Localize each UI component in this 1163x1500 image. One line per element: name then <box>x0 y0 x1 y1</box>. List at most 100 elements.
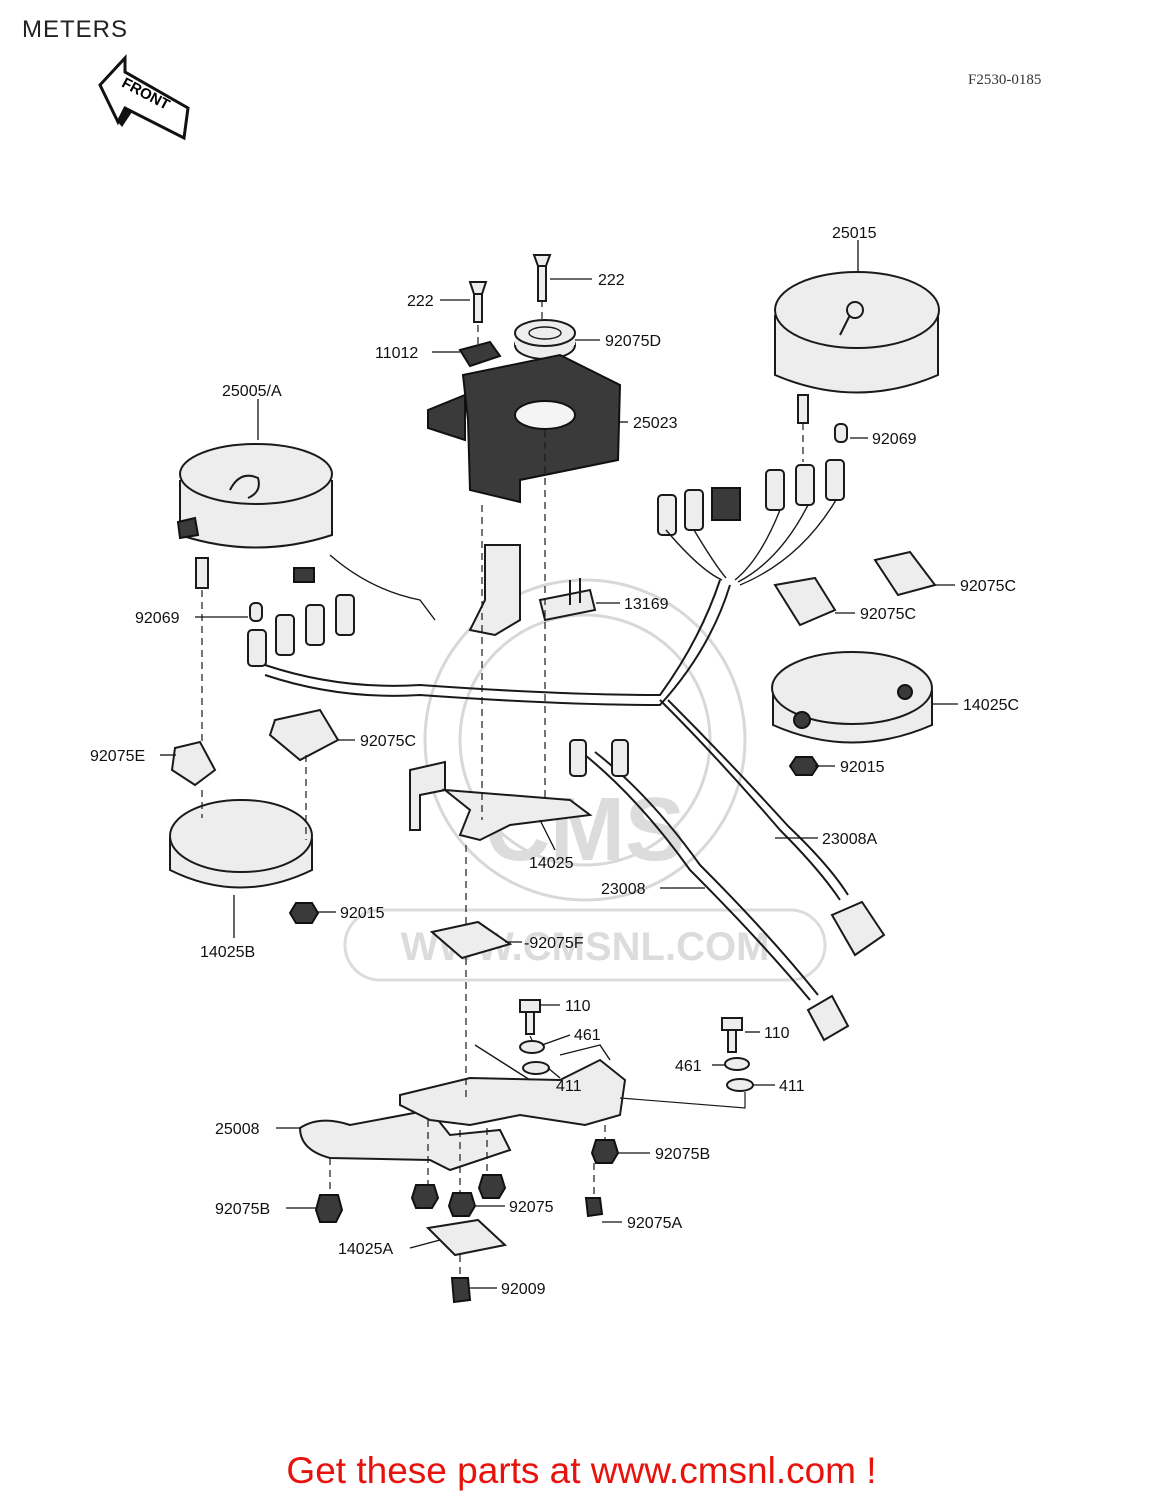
label-92009[interactable]: 92009 <box>501 1281 546 1298</box>
bulb-92069 <box>249 602 263 622</box>
tachometer-25015 <box>774 271 940 424</box>
nut-92075B-left <box>314 1194 344 1223</box>
bolt-shank <box>727 1029 737 1053</box>
front-arrow-shape <box>98 54 190 141</box>
label-14025B[interactable]: 14025B <box>200 944 255 961</box>
label-92075F[interactable]: -92075F <box>524 935 584 952</box>
watermark-ring <box>423 578 747 902</box>
grommet-top <box>514 319 576 347</box>
bulb-92069 <box>834 423 848 443</box>
socket <box>765 469 785 511</box>
label-11012[interactable]: 11012 <box>375 345 418 362</box>
label-92075A[interactable]: 92075A <box>627 1215 682 1232</box>
plate-14025A <box>425 1218 508 1257</box>
label-92075B-right[interactable]: 92075B <box>655 1146 710 1163</box>
cmsnl-parts-link[interactable]: Get these parts at www.cmsnl.com ! <box>286 1450 877 1491</box>
front-arrow-shadow <box>118 108 190 141</box>
label-222-left[interactable]: 222 <box>407 293 434 310</box>
bolt-head <box>519 999 541 1013</box>
label-92075B-left[interactable]: 92075B <box>215 1201 270 1218</box>
label-411-right[interactable]: 411 <box>779 1078 805 1095</box>
nut-92075B-right <box>590 1139 620 1164</box>
nut-92015-right <box>788 756 820 776</box>
label-25023[interactable]: 25023 <box>633 415 678 432</box>
label-411-left[interactable]: 411 <box>556 1078 582 1095</box>
case-hole <box>793 711 811 729</box>
bolt-92009 <box>450 1277 472 1304</box>
harness-23008 <box>584 754 811 1001</box>
connector-23008 <box>806 994 850 1042</box>
label-461-left[interactable]: 461 <box>574 1027 601 1044</box>
case-hole <box>897 684 913 700</box>
tachometer-needle-hub <box>846 301 864 319</box>
nut-92075-a <box>410 1184 440 1209</box>
harness-upper-run <box>264 579 721 697</box>
screw-222-left <box>468 281 488 323</box>
exploded-view-drawing: CMS WWW.CMSNL.COM FRONT <box>90 54 1019 1304</box>
case-rim <box>771 651 933 725</box>
bracket-13169 <box>468 544 597 637</box>
nut-92075-b <box>447 1192 477 1217</box>
socket <box>305 604 325 646</box>
label-92075C-center[interactable]: 92075C <box>860 606 916 623</box>
tachometer-drive-stub <box>797 394 809 424</box>
bracket-plate <box>441 788 593 842</box>
bracket-14025 <box>409 760 593 842</box>
label-14025[interactable]: 14025 <box>529 855 574 872</box>
cushion-92075C-center <box>773 576 837 627</box>
label-461-right[interactable]: 461 <box>675 1058 702 1075</box>
nut-92015-left <box>288 902 320 924</box>
cushion-92075E <box>170 740 217 787</box>
label-14025C[interactable]: 14025C <box>963 697 1019 714</box>
label-92075E[interactable]: 92075E <box>90 748 145 765</box>
harness-23008-b <box>594 751 819 996</box>
label-92075C-right[interactable]: 92075C <box>960 578 1016 595</box>
label-110-right[interactable]: 110 <box>764 1025 790 1042</box>
meter-bracket-25008 <box>298 1044 627 1172</box>
speedometer-face <box>179 443 333 505</box>
label-25008[interactable]: 25008 <box>215 1121 260 1138</box>
bolt-shank <box>525 1011 535 1035</box>
label-92075D[interactable]: 92075D <box>605 333 661 350</box>
label-25015[interactable]: 25015 <box>832 225 877 242</box>
screw-shank <box>537 265 547 302</box>
harness-23008A-b <box>667 699 849 896</box>
watermark-inner-ring <box>458 613 712 867</box>
label-110-left[interactable]: 110 <box>565 998 591 1015</box>
alignment-lines <box>201 300 804 1278</box>
harness-upper-run-b <box>264 584 731 707</box>
label-222-right[interactable]: 222 <box>598 272 625 289</box>
label-14025A[interactable]: 14025A <box>338 1241 393 1258</box>
bracket-tabs <box>474 1044 611 1081</box>
harness-23008A <box>659 699 841 901</box>
label-92075[interactable]: 92075 <box>509 1199 554 1216</box>
label-13169[interactable]: 13169 <box>624 596 669 613</box>
bolt-110-left <box>519 999 541 1035</box>
label-92015-right[interactable]: 92015 <box>840 759 885 776</box>
grommet-92075D <box>514 319 576 360</box>
socket <box>795 464 815 506</box>
label-23008[interactable]: 23008 <box>601 881 646 898</box>
bracket-upper-plate <box>399 1058 627 1127</box>
knob-body <box>458 340 502 368</box>
label-92075C-left[interactable]: 92075C <box>360 733 416 750</box>
watermark: CMS WWW.CMSNL.COM <box>343 578 827 982</box>
leader-lines <box>160 240 958 1289</box>
socket <box>275 614 295 656</box>
bolt-110-right <box>721 1017 743 1053</box>
label-92069-right[interactable]: 92069 <box>872 431 917 448</box>
bracket-plate <box>538 588 597 622</box>
speedometer-needle-mark <box>229 474 260 499</box>
label-92069-left[interactable]: 92069 <box>135 610 180 627</box>
socket <box>657 494 677 536</box>
label-23008A[interactable]: 23008A <box>822 831 877 848</box>
speedometer-25005A <box>176 443 333 589</box>
label-25005A[interactable]: 25005/A <box>222 383 282 400</box>
connector-23008A <box>830 900 886 957</box>
speedometer-drive-stub <box>195 557 209 589</box>
washer-461-left <box>519 1040 545 1054</box>
label-92015-left[interactable]: 92015 <box>340 905 385 922</box>
bulb-sockets-left <box>247 594 355 667</box>
bracket-arm <box>409 760 446 831</box>
speedo-lead <box>329 554 436 621</box>
